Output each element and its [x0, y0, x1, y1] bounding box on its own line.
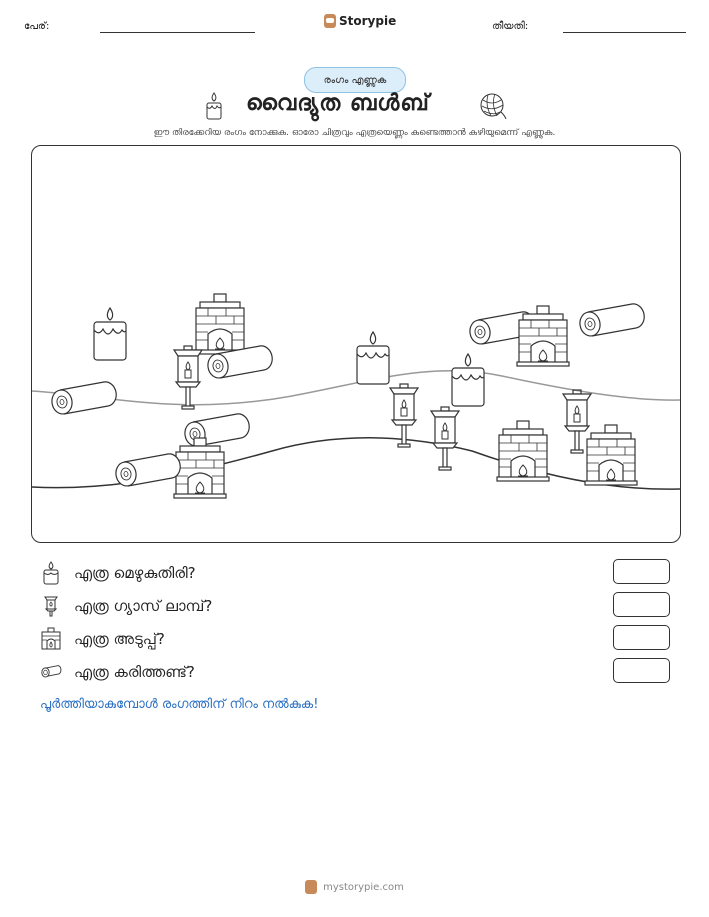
answer-box-candle[interactable]	[613, 559, 670, 584]
gas-lamp-item	[389, 383, 419, 448]
answer-box-gas-lamp[interactable]	[613, 592, 670, 617]
name-label: പേര്:	[24, 21, 50, 32]
yarn-ball-icon	[480, 93, 507, 120]
fireplace-icon	[41, 627, 61, 650]
log-item	[182, 413, 250, 449]
storypie-logo-icon	[305, 880, 318, 894]
question-text: എത്ര അടുപ്പ്?	[74, 630, 165, 648]
counting-scene	[31, 145, 681, 543]
activity-badge: രംഗം എണ്ണുക	[304, 67, 406, 93]
candle-icon	[206, 92, 222, 120]
gas-lamp-icon	[44, 596, 58, 617]
candle-item	[356, 331, 390, 385]
candle-item	[451, 353, 485, 407]
question-row-candle: എത്ര മെഴുകുതിരി?	[40, 560, 196, 586]
question-row-fireplace: എത്ര അടുപ്പ്?	[40, 626, 165, 652]
question-row-gas-lamp: എത്ര ഗ്യാസ് ലാമ്പ്?	[40, 593, 212, 619]
fireplace-item	[496, 420, 550, 482]
instruction-text: ഈ തിരക്കേറിയ രംഗം നോക്കുക. ഓരോ ചിത്രവും …	[153, 128, 556, 138]
brand-logo: Storypie	[324, 14, 396, 28]
name-line[interactable]	[100, 32, 255, 33]
question-row-log: എത്ര കരിത്തണ്ട്?	[40, 659, 195, 685]
log-icon	[41, 665, 62, 678]
log-item	[113, 453, 181, 489]
brand-name: Storypie	[339, 14, 397, 28]
question-text: എത്ര ഗ്യാസ് ലാമ്പ്?	[74, 597, 213, 615]
storypie-logo-icon	[324, 14, 336, 28]
question-text: എത്ര മെഴുകുതിരി?	[74, 564, 196, 582]
log-item	[49, 381, 117, 417]
fireplace-item	[516, 305, 570, 367]
gas-lamp-item	[173, 345, 203, 410]
date-line[interactable]	[563, 32, 686, 33]
page-title: വൈദ്യുത ബൾബ്	[246, 91, 430, 116]
question-text: എത്ര കരിത്തണ്ട്?	[74, 663, 195, 681]
date-label: തീയതി:	[492, 21, 529, 32]
fireplace-item	[193, 293, 247, 355]
log-item	[577, 303, 645, 339]
fireplace-item	[584, 424, 638, 486]
fireplace-item	[173, 437, 227, 499]
candle-item	[93, 307, 127, 361]
header: പേര്: Storypie തീയതി:	[0, 14, 709, 42]
answer-box-fireplace[interactable]	[613, 625, 670, 650]
footer: mystorypie.com	[0, 880, 709, 894]
finish-note: പൂർത്തിയാകുമ്പോൾ രംഗത്തിന് നിറം നൽകുക!	[40, 697, 319, 712]
footer-url: mystorypie.com	[323, 881, 404, 893]
title-row: വൈദ്യുത ബൾബ്	[0, 89, 709, 125]
candle-icon	[43, 561, 59, 585]
answer-box-log[interactable]	[613, 658, 670, 683]
gas-lamp-item	[430, 406, 460, 471]
